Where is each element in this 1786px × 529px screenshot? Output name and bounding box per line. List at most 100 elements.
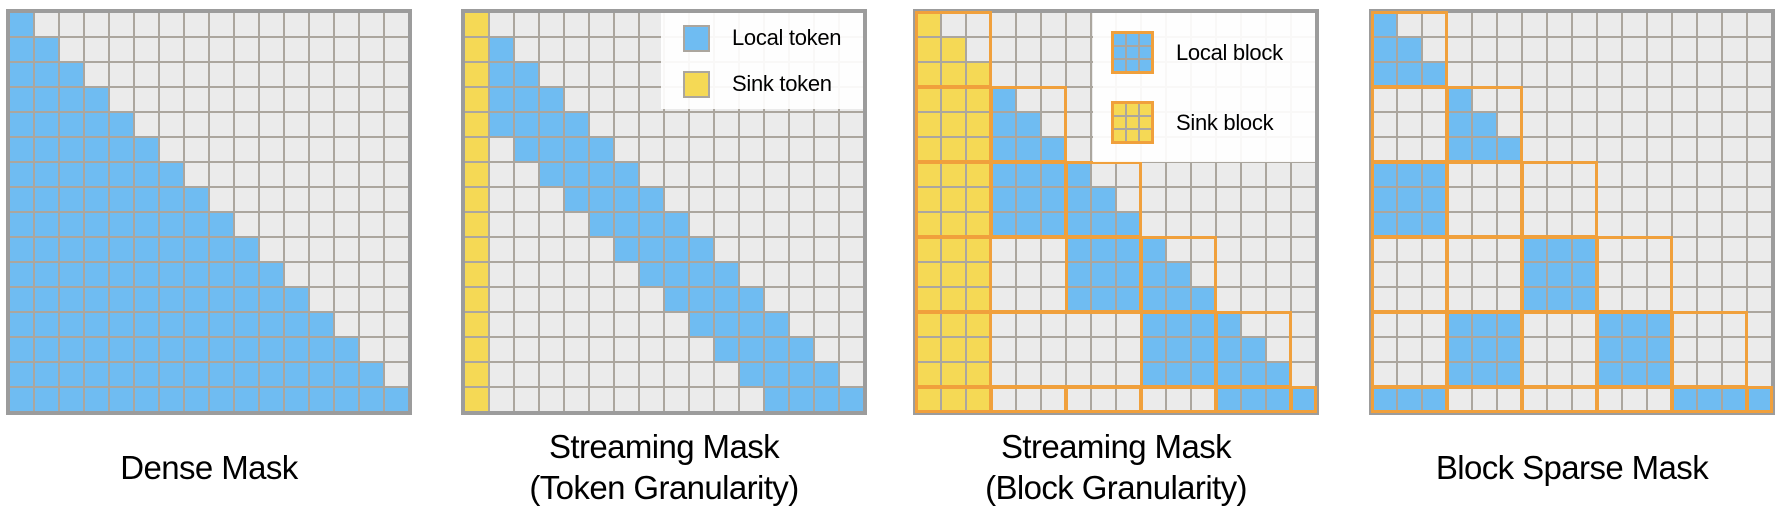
mask-cell-local [1217,313,1240,336]
mask-cell-masked [335,88,358,111]
mask-cell-sink [942,363,965,386]
mask-cell-masked [1673,313,1696,336]
mask-cell-local [1548,263,1571,286]
mask-cell-local [10,88,33,111]
legend-item: Sink block [1111,101,1315,144]
caption-line: (Token Granularity) [529,469,799,506]
mask-cell-local [1498,363,1521,386]
mask-cell-masked [1748,188,1771,211]
mask-cell-masked [490,238,513,261]
mask-cell-local [135,163,158,186]
mask-cell-local [1448,363,1471,386]
mask-cell-local [260,363,283,386]
mask-cell-sink [967,138,990,161]
mask-cell-local [640,188,663,211]
mask-cell-masked [1267,263,1290,286]
mask-cell-masked [1723,113,1746,136]
mask-cell-local [210,213,233,236]
mask-cell-masked [1723,338,1746,361]
mask-cell-masked [1373,363,1396,386]
mask-cell-masked [640,88,663,111]
caption-line: Dense Mask [120,448,298,486]
mask-cell-masked [640,38,663,61]
mask-cell-masked [1042,113,1065,136]
mask-cell-sink [917,13,940,36]
mask-cell-local [515,88,538,111]
mask-cell-local [10,313,33,336]
mask-cell-masked [815,188,838,211]
mask-cell-masked [1748,313,1771,336]
mask-cell-masked [1292,163,1315,186]
mask-cell-masked [540,238,563,261]
mask-cell-masked [790,263,813,286]
mask-cell-masked [590,38,613,61]
mask-cell-masked [1117,163,1140,186]
mask-cell-masked [1267,188,1290,211]
mask-cell-sink [917,138,940,161]
mask-cell-masked [1723,363,1746,386]
mask-cell-masked [1723,238,1746,261]
mask-cell-local [135,313,158,336]
mask-cell-masked [1648,63,1671,86]
mask-cell-local [35,113,58,136]
mask-cell-local [110,263,133,286]
mask-cell-masked [665,138,688,161]
mask-cell-masked [715,238,738,261]
mask-cell-masked [1092,163,1115,186]
mask-cell-masked [540,388,563,411]
mask-cell-masked [1217,263,1240,286]
mask-cell-masked [615,13,638,36]
mask-cell-masked [160,113,183,136]
mask-cell-local [210,263,233,286]
mask-cell-sink [942,138,965,161]
mask-cell-local [840,388,863,411]
mask-cell-local [1192,338,1215,361]
mask-cell-masked [690,388,713,411]
mask-cell-masked [765,113,788,136]
mask-cell-local [60,213,83,236]
mask-grid-block-sparse [1369,9,1775,415]
mask-cell-local [160,213,183,236]
mask-cell-masked [1573,113,1596,136]
mask-cell-masked [740,163,763,186]
mask-cell-masked [1548,113,1571,136]
mask-cell-local [1623,338,1646,361]
mask-cell-masked [1473,38,1496,61]
mask-cell-local [35,188,58,211]
mask-cell-masked [1117,388,1140,411]
mask-cell-masked [565,13,588,36]
mask-cell-local [590,188,613,211]
mask-cell-local [60,138,83,161]
mask-cell-local [110,338,133,361]
mask-cell-masked [1573,88,1596,111]
mask-cell-masked [1473,188,1496,211]
mask-cell-local [1623,363,1646,386]
mask-cell-masked [1242,313,1265,336]
mask-cell-local [690,238,713,261]
mask-cell-local [135,238,158,261]
mask-cell-masked [1723,63,1746,86]
mask-cell-masked [1092,388,1115,411]
mask-cell-masked [1473,288,1496,311]
mask-cell-masked [1498,113,1521,136]
mask-cell-local [35,238,58,261]
mask-cell-masked [360,338,383,361]
mask-cell-masked [1423,288,1446,311]
mask-cell-masked [1673,38,1696,61]
mask-cell-masked [992,363,1015,386]
mask-cell-masked [1523,38,1546,61]
mask-cell-masked [840,363,863,386]
mask-cell-local [765,313,788,336]
mask-cell-local [565,113,588,136]
mask-cell-local [85,113,108,136]
mask-cell-masked [1292,213,1315,236]
mask-cell-local [10,388,33,411]
mask-cell-masked [1623,38,1646,61]
mask-cell-sink [465,13,488,36]
mask-cell-sink [942,113,965,136]
mask-cell-local [665,288,688,311]
mask-cell-local [815,388,838,411]
mask-cell-masked [185,163,208,186]
mask-cell-masked [1242,163,1265,186]
